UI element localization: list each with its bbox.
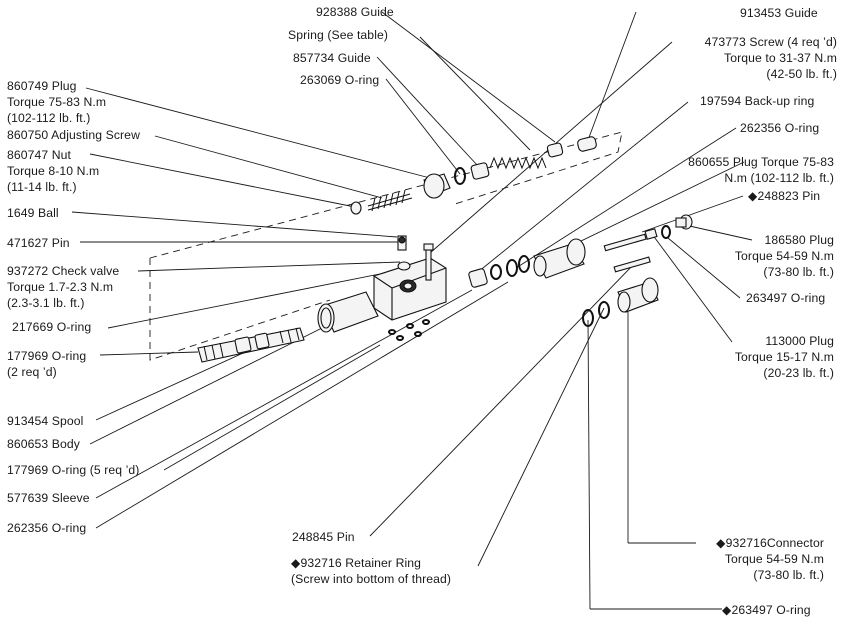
plug-186580-torque: Torque 54-59 N.m (734, 249, 834, 263)
sleeve-577639-part (317, 291, 379, 333)
nut-860747-name: 860747 Nut (7, 148, 72, 162)
label-oring-177969-b: 177969 O-ring (5 req ’d) (7, 463, 140, 477)
plug-186580-name: 186580 Plug (764, 233, 834, 247)
label-oring-263497-mid: 263497 O-ring (746, 291, 826, 305)
oring-177969-a-name: 177969 O-ring (7, 349, 87, 363)
connector-932716-torque-lbft: (73-80 lb. ft.) (753, 568, 824, 582)
label-backup-197594: 197594 Back-up ring (700, 94, 815, 108)
spool-913454-part (197, 327, 305, 363)
oring-263497-bottom-part (582, 309, 594, 327)
nut-part (350, 201, 362, 215)
retainer-932716-note: (Screw into bottom of thread) (291, 572, 452, 586)
plug-113000-name: 113000 Plug (765, 334, 834, 348)
body-small-orings (388, 319, 430, 341)
spring-part (489, 156, 547, 170)
label-oring-217669: 217669 O-ring (12, 320, 92, 334)
plug-860749-part (423, 173, 451, 199)
check-valve-part (397, 235, 411, 271)
retainer-932716-name: ◆932716 Retainer Ring (291, 556, 422, 570)
label-oring-262356-top: 262356 O-ring (740, 121, 820, 135)
ring-262356-part (468, 255, 530, 288)
label-oring-263069: 263069 O-ring (300, 73, 380, 87)
screw-473773-name: 473773 Screw (4 req ’d) (704, 35, 837, 49)
guide-857734-part (470, 162, 490, 180)
plug-860749-name: 860749 Plug (7, 79, 77, 93)
guide-913453-part (577, 136, 597, 152)
label-plug-186580: 186580 Plug Torque 54-59 N.m (73-80 lb. … (735, 232, 834, 280)
label-connector-932716: ◆932716Connector Torque 54-59 N.m (73-80… (716, 535, 824, 583)
label-oring-262356-bot: 262356 O-ring (7, 521, 87, 535)
adjusting-screw-part (367, 189, 413, 212)
label-check-937272: 937272 Check valve Torque 1.7-2.3 N.m (2… (7, 263, 119, 311)
label-plug-113000: 113000 Plug Torque 15-17 N.m (20-23 lb. … (735, 333, 834, 381)
plug-860655-torque: 860655 Plug Torque 75-83 (688, 155, 834, 169)
label-body-860653: 860653 Body (7, 437, 80, 451)
assembly-axis-dashed-lower (149, 258, 331, 361)
label-sleeve-577639: 577639 Sleeve (7, 491, 90, 505)
plug-860655-part (533, 238, 586, 279)
nut-860747-torque: Torque 8-10 N.m (7, 164, 100, 178)
label-guide-857734: 857734 Guide (293, 51, 371, 65)
label-guide-928388: 928388 Guide (316, 5, 394, 19)
check-937272-torque: Torque 1.7-2.3 N.m (7, 280, 114, 294)
plug-113000-torque-lbft: (20-23 lb. ft.) (763, 366, 834, 380)
label-spool-913454: 913454 Spool (7, 414, 84, 428)
connector-932716-name: ◆932716Connector (716, 536, 824, 550)
connector-932716-part (617, 277, 659, 313)
label-nut-860747: 860747 Nut Torque 8-10 N.m (11-14 lb. ft… (7, 147, 99, 195)
assembly-axis-dashed (149, 131, 623, 259)
check-937272-name: 937272 Check valve (7, 264, 120, 278)
oring-177969-a-qty: (2 req ’d) (7, 365, 57, 379)
label-pin-471627: 471627 Pin (7, 236, 70, 250)
label-screw-473773: 473773 Screw (4 req ’d) Torque to 31-37 … (705, 34, 837, 82)
screw-473773-part (423, 243, 434, 281)
label-pin-248845: 248845 Pin (292, 530, 355, 544)
label-adj-screw-860750: 860750 Adjusting Screw (7, 128, 140, 142)
label-oring-263497-bot: ◆263497 O-ring (722, 603, 811, 617)
plug-860749-torque-lbft: (102-112 lb. ft.) (7, 111, 91, 125)
label-ball-1649: 1649 Ball (7, 206, 59, 220)
oring-263069-part (454, 167, 466, 185)
screw-473773-torque: Torque to 31-37 N.m (724, 51, 837, 65)
label-plug-860749: 860749 Plug Torque 75-83 N.m (102-112 lb… (7, 78, 106, 126)
label-guide-913453: 913453 Guide (740, 6, 818, 20)
check-937272-torque-lbft: (2.3-3.1 lb. ft.) (7, 296, 85, 310)
plug-860655-torque-lbft: N.m (102-112 lb. ft.) (724, 171, 834, 185)
retainer-ring-part (598, 301, 610, 319)
pins-part (603, 233, 651, 273)
plug-113000-torque: Torque 15-17 N.m (734, 350, 834, 364)
plug-860749-torque: Torque 75-83 N.m (7, 95, 107, 109)
connector-932716-torque: Torque 54-59 N.m (724, 552, 824, 566)
label-plug-860655: 860655 Plug Torque 75-83 N.m (102-112 lb… (688, 154, 834, 186)
label-spring: Spring (See table) (288, 28, 389, 42)
label-retainer-932716: ◆932716 Retainer Ring (Screw into bottom… (291, 555, 451, 587)
guide-928388-part (546, 142, 564, 158)
plug-186580-torque-lbft: (73-80 lb. ft.) (763, 265, 834, 279)
screw-473773-torque-lbft: (42-50 lb. ft.) (766, 67, 837, 81)
label-oring-177969-a: 177969 O-ring (2 req ’d) (7, 348, 86, 380)
nut-860747-torque-lbft: (11-14 lb. ft.) (7, 180, 77, 194)
plug-186580-part (644, 214, 693, 240)
label-pin-248823: ◆248823 Pin (748, 189, 821, 203)
